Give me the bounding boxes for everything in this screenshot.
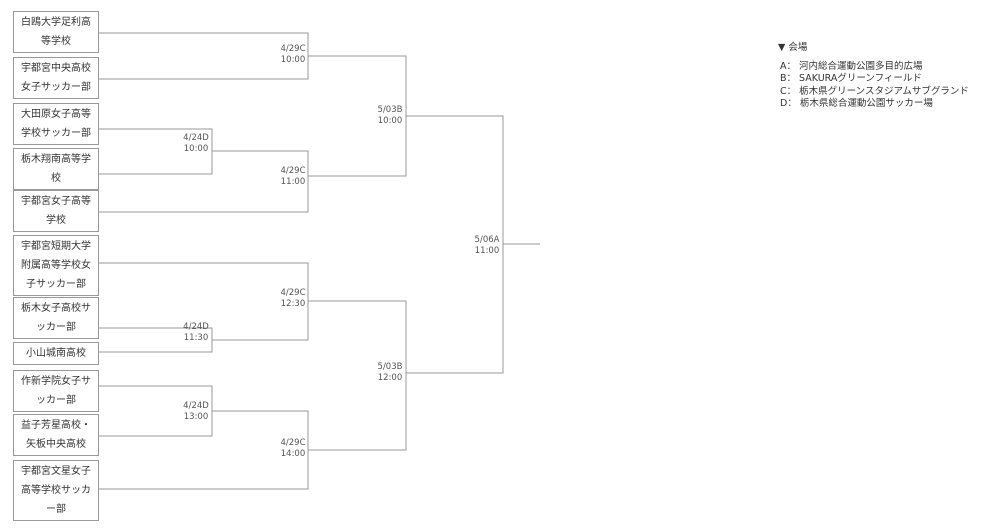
team-box: 宇都宮女子高等 学校 bbox=[13, 190, 99, 232]
match-time: 13:00 bbox=[183, 412, 209, 422]
match-label: 5/03B 10:00 bbox=[360, 105, 420, 127]
match-date: 5/03B bbox=[377, 362, 403, 372]
match-date: 4/29C bbox=[280, 166, 306, 176]
match-label: 4/29C 10:00 bbox=[263, 44, 323, 66]
bracket-line bbox=[308, 300, 407, 451]
legend-item: D： 栃木県総合運動公園サッカー場 bbox=[780, 98, 933, 109]
legend-item: C： 栃木県グリーンスタジアムサブグランド bbox=[780, 85, 969, 97]
team-box: 宇都宮短期大学 附属高等学校女 子サッカー部 bbox=[13, 235, 99, 296]
match-date: 4/24D bbox=[183, 133, 209, 143]
team-box: 作新学院女子サ ッカー部 bbox=[13, 370, 99, 412]
bracket-line bbox=[99, 150, 309, 213]
match-label: 4/29C 11:00 bbox=[263, 166, 323, 188]
match-date: 4/24D bbox=[183, 401, 209, 411]
match-label: 4/24D 13:00 bbox=[166, 401, 226, 423]
match-date: 5/06A bbox=[474, 235, 500, 245]
match-label: 4/29C 14:00 bbox=[263, 438, 323, 460]
match-time: 14:00 bbox=[280, 449, 306, 459]
legend-item: B： SAKURAグリーンフィールド bbox=[780, 73, 922, 84]
venue-legend: ▼ 会場 A： 河内総合運動公園多目的広場 B： SAKURAグリーンフィールド… bbox=[778, 42, 969, 111]
match-time: 10:00 bbox=[183, 144, 209, 154]
match-label: 4/29C 12:30 bbox=[263, 288, 323, 310]
team-box: 栃木翔南高等学 校 bbox=[13, 148, 99, 190]
team-box: 栃木女子高校サ ッカー部 bbox=[13, 297, 99, 339]
team-box: 大田原女子高等 学校サッカー部 bbox=[13, 103, 99, 145]
match-date: 5/03B bbox=[377, 105, 403, 115]
match-date: 4/29C bbox=[280, 438, 306, 448]
match-date: 4/29C bbox=[280, 44, 306, 54]
match-time: 11:00 bbox=[474, 246, 500, 256]
match-time: 10:00 bbox=[280, 55, 306, 65]
match-time: 10:00 bbox=[377, 116, 403, 126]
match-label: 5/06A 11:00 bbox=[457, 235, 517, 257]
match-time: 12:00 bbox=[377, 373, 403, 383]
team-box: 宇都宮中央高校 女子サッカー部 bbox=[13, 57, 99, 99]
legend-item: A： 河内総合運動公園多目的広場 bbox=[780, 60, 923, 72]
match-label: 4/24D 11:30 bbox=[166, 322, 226, 344]
team-box: 白鴎大学足利高 等学校 bbox=[13, 11, 99, 53]
match-label: 4/24D 10:00 bbox=[166, 133, 226, 155]
match-time: 11:30 bbox=[183, 333, 209, 343]
team-box: 宇都宮文星女子 高等学校サッカ ー部 bbox=[13, 460, 99, 521]
team-box: 小山城南高校 bbox=[13, 342, 99, 365]
match-label: 5/03B 12:00 bbox=[360, 362, 420, 384]
match-date: 4/24D bbox=[183, 322, 209, 332]
legend-title: ▼ 会場 bbox=[778, 42, 808, 53]
team-box: 益子芳星高校・ 矢板中央高校 bbox=[13, 414, 99, 456]
match-time: 11:00 bbox=[280, 177, 306, 187]
match-date: 4/29C bbox=[280, 288, 306, 298]
match-time: 12:30 bbox=[280, 299, 306, 309]
